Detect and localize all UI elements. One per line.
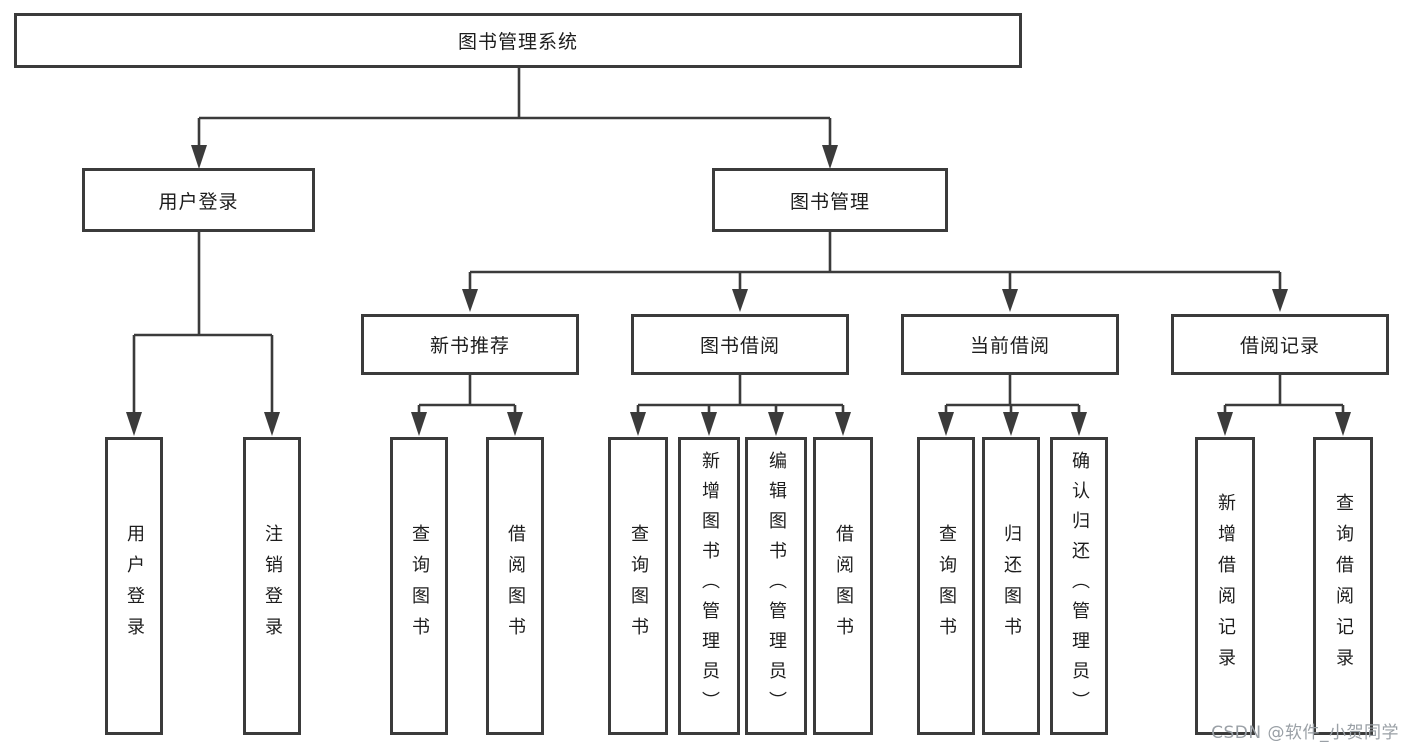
node-new-book-recommend: 新书推荐 xyxy=(361,314,579,375)
connector-user-login xyxy=(132,232,274,414)
leaf-query-borrow-record: 查询借阅记录 xyxy=(1313,437,1373,735)
arrow-down-icon xyxy=(1003,412,1019,436)
arrow-down-icon xyxy=(835,412,851,436)
leaf-borrow-books-label: 借阅图书 xyxy=(833,524,854,648)
leaf-logout: 注销登录 xyxy=(243,437,301,735)
arrow-down-icon xyxy=(938,412,954,436)
leaf-recommend-query-books: 查询图书 xyxy=(390,437,448,735)
leaf-edit-books-admin: 编辑图书（管理员） xyxy=(745,437,807,735)
leaf-recommend-query-books-label: 查询图书 xyxy=(409,524,430,648)
connector-new-book-recommend xyxy=(417,375,517,414)
connector-book-management xyxy=(468,232,1282,292)
arrow-down-icon xyxy=(1217,412,1233,436)
connector-book-borrow xyxy=(636,375,845,414)
node-book-borrow-label: 图书借阅 xyxy=(699,335,780,357)
leaf-query-borrow-record-label: 查询借阅记录 xyxy=(1333,493,1354,679)
node-book-management: 图书管理 xyxy=(712,168,948,232)
arrow-down-icon xyxy=(462,289,478,312)
leaf-confirm-return-admin-label: 确认归还（管理员） xyxy=(1069,451,1090,721)
arrow-down-icon xyxy=(768,412,784,436)
leaf-edit-books-admin-label: 编辑图书（管理员） xyxy=(766,451,787,721)
arrow-down-icon xyxy=(411,412,427,436)
arrow-down-icon xyxy=(630,412,646,436)
leaf-add-borrow-record-label: 新增借阅记录 xyxy=(1215,493,1236,679)
arrow-down-icon xyxy=(1071,412,1087,436)
leaf-logout-label: 注销登录 xyxy=(262,524,283,648)
leaf-add-books-admin-label: 新增图书（管理员） xyxy=(699,451,720,721)
node-current-borrow-label: 当前借阅 xyxy=(969,335,1050,357)
arrow-down-icon xyxy=(191,145,207,169)
arrow-down-icon xyxy=(822,145,838,169)
arrow-down-icon xyxy=(507,412,523,436)
node-borrow-records-label: 借阅记录 xyxy=(1239,335,1320,357)
connector-current-borrow xyxy=(944,375,1081,414)
leaf-current-query-books-label: 查询图书 xyxy=(936,524,957,648)
node-user-login-label: 用户登录 xyxy=(158,190,239,213)
leaf-borrow-books: 借阅图书 xyxy=(813,437,873,735)
node-borrow-records: 借阅记录 xyxy=(1171,314,1389,375)
leaf-return-books: 归还图书 xyxy=(982,437,1040,735)
leaf-recommend-borrow-books: 借阅图书 xyxy=(486,437,544,735)
arrow-down-icon xyxy=(1002,289,1018,312)
leaf-user-login: 用户登录 xyxy=(105,437,163,735)
arrow-down-icon xyxy=(126,412,142,436)
leaf-borrow-query-books-label: 查询图书 xyxy=(628,524,649,648)
arrow-down-icon xyxy=(1272,289,1288,312)
leaf-current-query-books: 查询图书 xyxy=(917,437,975,735)
node-root-label: 图书管理系统 xyxy=(457,31,578,53)
node-root: 图书管理系统 xyxy=(14,13,1022,68)
arrow-down-icon xyxy=(1335,412,1351,436)
leaf-borrow-query-books: 查询图书 xyxy=(608,437,668,735)
leaf-return-books-label: 归还图书 xyxy=(1001,524,1022,648)
watermark: CSDN @软件_小贺同学 xyxy=(1211,723,1399,743)
leaf-recommend-borrow-books-label: 借阅图书 xyxy=(505,524,526,648)
arrow-down-icon xyxy=(701,412,717,436)
leaf-add-borrow-record: 新增借阅记录 xyxy=(1195,437,1255,735)
leaf-add-books-admin: 新增图书（管理员） xyxy=(678,437,740,735)
node-book-management-label: 图书管理 xyxy=(789,190,870,213)
node-current-borrow: 当前借阅 xyxy=(901,314,1119,375)
connector-borrow-records xyxy=(1223,375,1345,414)
arrow-down-icon xyxy=(264,412,280,436)
node-book-borrow: 图书借阅 xyxy=(631,314,849,375)
arrow-down-icon xyxy=(732,289,748,312)
leaf-confirm-return-admin: 确认归还（管理员） xyxy=(1050,437,1108,735)
connector-root xyxy=(197,68,832,148)
node-new-book-recommend-label: 新书推荐 xyxy=(429,335,510,357)
leaf-user-login-label: 用户登录 xyxy=(124,524,145,648)
node-user-login: 用户登录 xyxy=(82,168,315,232)
